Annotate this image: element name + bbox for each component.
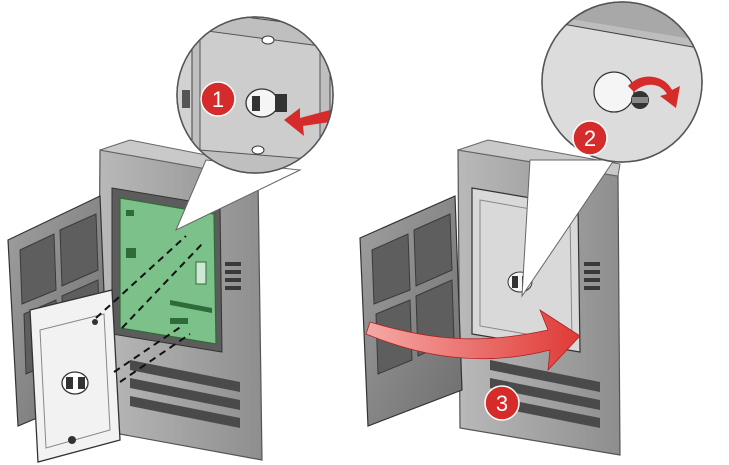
step-number-3: 3 bbox=[496, 391, 508, 416]
zoom-screw-slot bbox=[245, 88, 287, 118]
alignment-lines bbox=[95, 235, 203, 383]
cover-thumbscrew bbox=[61, 371, 89, 395]
step-badge-1: 1 bbox=[200, 81, 236, 117]
door-panels-right bbox=[371, 213, 455, 375]
turn-arrow bbox=[628, 76, 680, 108]
step-number-1: 1 bbox=[212, 87, 224, 112]
step-badge-3: 3 bbox=[484, 385, 520, 421]
zoom-cone-2 bbox=[521, 159, 615, 298]
close-door-arrow bbox=[365, 308, 581, 372]
right-scene: 2 3 bbox=[359, 1, 703, 456]
step-badge-2: 2 bbox=[572, 120, 608, 156]
zoom-detail-2 bbox=[541, 1, 703, 163]
vent-grille bbox=[225, 262, 241, 290]
zoom-detail-1 bbox=[176, 16, 334, 174]
push-arrow bbox=[284, 108, 330, 136]
left-scene: 1 bbox=[7, 16, 334, 463]
board-components bbox=[126, 210, 212, 324]
step-number-2: 2 bbox=[584, 126, 596, 151]
base-slots bbox=[130, 360, 240, 428]
vent-grille-right bbox=[584, 262, 600, 290]
